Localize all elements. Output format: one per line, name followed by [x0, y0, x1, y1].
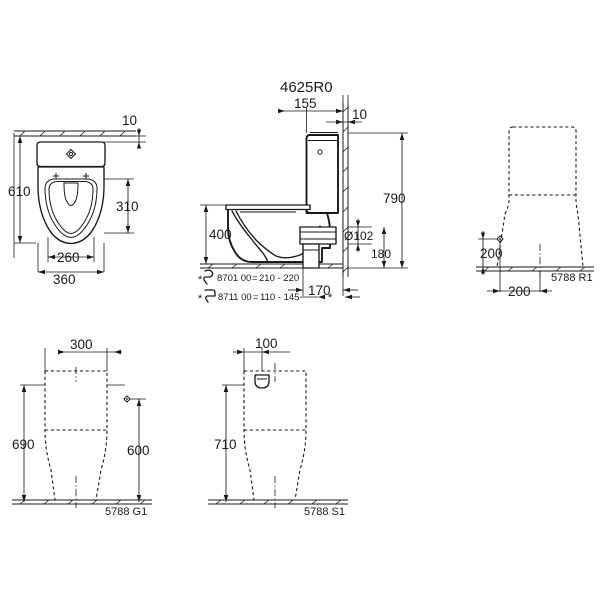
bc-view-outlet-icon [254, 374, 270, 389]
side-view-cistern [305, 134, 339, 214]
bl-view-floor [12, 499, 152, 505]
top-view-seat-ring [44, 178, 98, 239]
dim-300-label: 300 [70, 337, 93, 352]
dim-100-label: 100 [255, 336, 278, 351]
bottom-center-view-group: 100 710 5788 S1 [208, 336, 348, 518]
dim-710: 710 [214, 385, 237, 502]
dim-310-label: 310 [116, 199, 139, 214]
dim-d102-label: Ø102 [344, 229, 374, 243]
note-8711-equals: = [253, 292, 259, 303]
bl-view-connection-icon [123, 395, 131, 403]
dim-400: 400 [203, 205, 232, 264]
right-view-label: 5788 R1 [551, 272, 593, 284]
side-view-bowl-interior [231, 210, 269, 263]
bl-view-label: 5788 G1 [105, 506, 147, 518]
note-8701-code: 8701 00 [217, 273, 251, 284]
dim-600-label: 600 [127, 443, 150, 458]
top-view-seat-ring-inner [48, 181, 94, 235]
s-trap-icon [204, 289, 216, 303]
p-trap-icon [203, 269, 214, 285]
dim-610-label: 610 [8, 184, 31, 199]
dim-600: 600 [127, 399, 150, 502]
note-8701: * 8701 00 = 210 - 220 [198, 269, 299, 286]
note-8711-code: 8711 00 [218, 292, 252, 303]
note-8701-range: 210 - 220 [259, 273, 299, 284]
dim-790-label: 790 [383, 191, 406, 206]
dim-180: 180 [371, 227, 391, 268]
dim-360: 360 [38, 269, 104, 287]
side-flush-button-icon [317, 149, 323, 155]
dim-10-top-label: 10 [122, 113, 137, 128]
right-view-outline [496, 126, 584, 268]
dim-d102: Ø102 [344, 219, 374, 252]
note-8701-equals: = [252, 273, 258, 284]
dim-155: 155 [278, 96, 343, 114]
dim-690-label: 690 [12, 437, 35, 452]
dim-400-label: 400 [209, 227, 232, 242]
note-8711: * 8711 00 = 110 - 145 * [198, 289, 360, 305]
side-view-group: 155 10 400 790 [198, 95, 408, 305]
dim-260-label: 260 [57, 250, 80, 265]
top-view-wall [14, 130, 136, 137]
dim-310: 310 [116, 179, 139, 233]
right-view-floor [476, 266, 594, 272]
sheet-title: 4625R0 [280, 79, 333, 96]
bottom-left-view-group: 300 690 600 5788 G1 [12, 337, 152, 518]
side-view-floor [200, 263, 343, 269]
side-view-wall [342, 103, 349, 277]
dim-170: 170 [288, 283, 358, 298]
note-8701-star: * [198, 274, 203, 286]
dim-200-h: 200 [487, 284, 552, 299]
dim-10-top: 10 [122, 113, 142, 149]
note-8711-star: * [198, 293, 203, 305]
right-view-group: 200 200 5788 R1 [476, 126, 594, 299]
side-view-seat [225, 204, 311, 211]
note-8711-star-2: * [328, 292, 333, 304]
dim-610: 610 [8, 136, 31, 243]
top-view-cistern [36, 141, 106, 168]
dim-300: 300 [58, 337, 122, 355]
flush-button-icon [65, 148, 77, 160]
note-8711-range: 110 - 145 [260, 292, 299, 303]
bc-view-floor [208, 499, 348, 505]
top-view-fixing-marks [53, 173, 89, 179]
dim-790: 790 [383, 133, 406, 268]
dim-200-v: 200 [480, 231, 503, 275]
side-view-outlet [299, 226, 337, 269]
dim-10-side: 10 [326, 107, 367, 125]
dim-200-v-label: 200 [480, 246, 503, 261]
dim-180-label: 180 [371, 247, 391, 261]
dim-100: 100 [233, 336, 290, 355]
dim-690: 690 [12, 385, 35, 502]
dim-200-h-label: 200 [508, 284, 531, 299]
dim-155-label: 155 [294, 96, 317, 111]
top-view-group: 610 310 260 360 [8, 113, 146, 287]
dim-170-label: 170 [308, 283, 331, 298]
dim-710-label: 710 [214, 437, 237, 452]
dim-260: 260 [48, 250, 94, 265]
top-view-bowl-tongue [63, 182, 79, 207]
dim-360-label: 360 [53, 272, 76, 287]
dim-10-side-label: 10 [352, 107, 367, 122]
bc-view-label: 5788 S1 [304, 506, 345, 518]
